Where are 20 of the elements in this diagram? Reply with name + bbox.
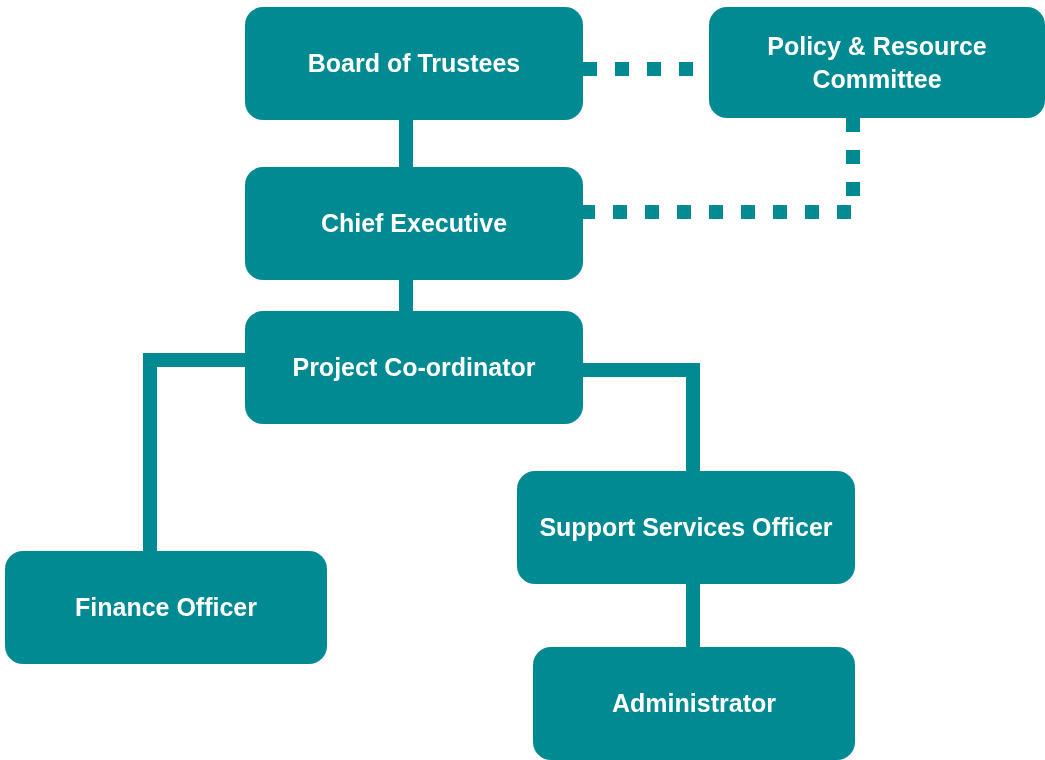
role-title: Support Services Officer xyxy=(539,512,833,543)
role-title: Board of Trustees xyxy=(307,48,521,79)
connector-line xyxy=(399,120,413,167)
dotted-connector xyxy=(583,118,860,219)
org-box xyxy=(245,167,583,280)
org-box xyxy=(245,311,583,424)
org-box xyxy=(709,7,1045,118)
role-title: Policy & Resource Committee xyxy=(766,30,988,95)
connector-line xyxy=(583,363,700,471)
connector-line xyxy=(686,584,700,647)
role-title: Chief Executive xyxy=(320,208,508,239)
role-title: Project Co-ordinator xyxy=(292,352,536,383)
role-title: Administrator xyxy=(612,688,776,719)
connector-line xyxy=(143,353,245,551)
org-box xyxy=(5,551,327,664)
connector-line xyxy=(399,280,413,311)
org-box xyxy=(245,7,583,120)
org-box xyxy=(517,471,855,584)
role-title: Finance Officer xyxy=(75,592,257,623)
org-box xyxy=(533,647,855,760)
